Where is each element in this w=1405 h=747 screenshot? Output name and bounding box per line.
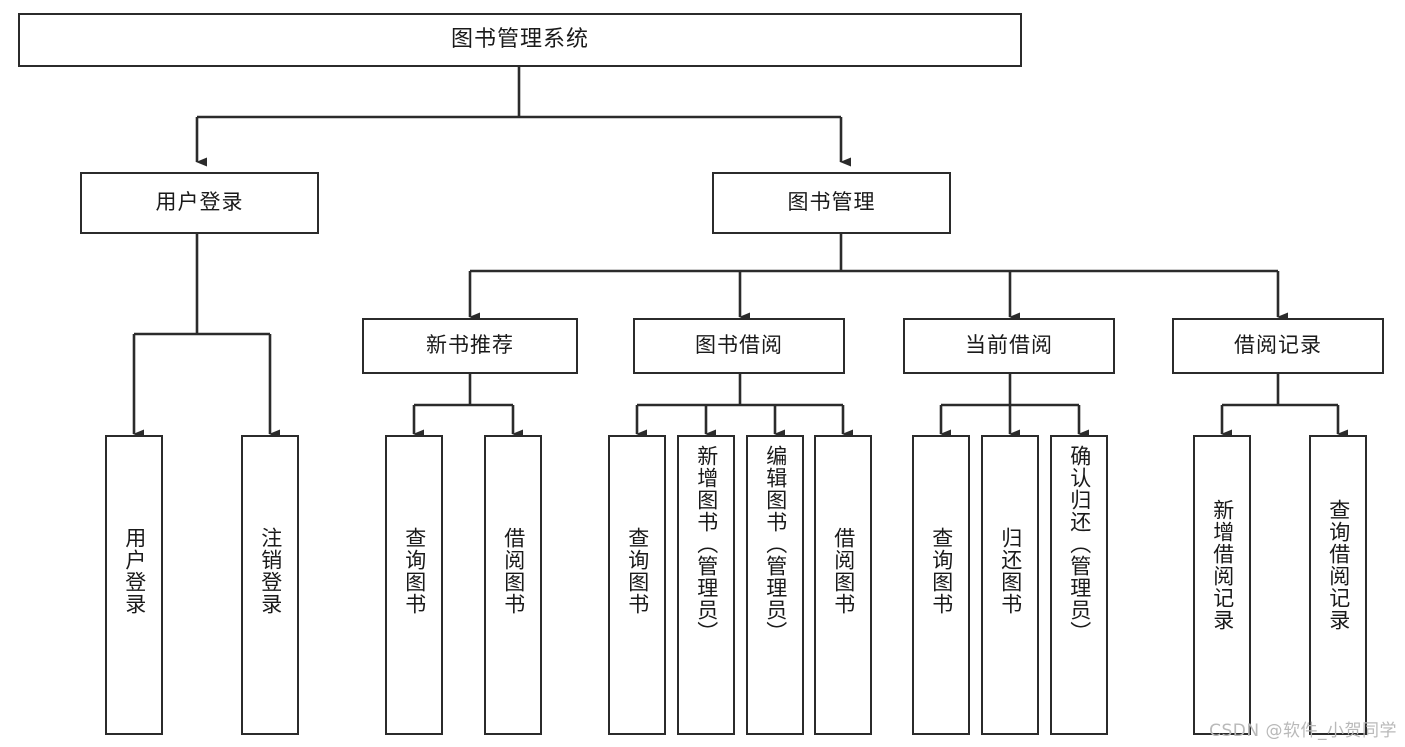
node-label: 查询借阅记录	[1326, 499, 1351, 631]
node-root-system[interactable]: 图书管理系统	[18, 13, 1022, 67]
leaf-borrow-record-add[interactable]: 新增借阅记录	[1193, 435, 1251, 735]
node-label: 归还图书	[998, 527, 1023, 615]
node-book-borrow[interactable]: 图书借阅	[633, 318, 845, 374]
leaf-borrow-record-query[interactable]: 查询借阅记录	[1309, 435, 1367, 735]
node-label: 查询图书	[625, 527, 650, 615]
leaf-new-book-borrow[interactable]: 借阅图书	[484, 435, 542, 735]
leaf-book-borrow-add[interactable]: 新增图书（管理员）	[677, 435, 735, 735]
node-label: 当前借阅	[965, 333, 1053, 358]
node-label: 查询图书	[402, 527, 427, 615]
node-label: 用户登录	[122, 527, 147, 615]
node-label: 确认归还（管理员）	[1067, 445, 1092, 643]
leaf-book-borrow-edit[interactable]: 编辑图书（管理员）	[746, 435, 804, 735]
node-label: 图书管理系统	[450, 26, 589, 52]
node-label: 查询图书	[929, 527, 954, 615]
node-book-management[interactable]: 图书管理	[712, 172, 951, 234]
node-label: 借阅图书	[501, 527, 526, 615]
leaf-current-borrow-return[interactable]: 归还图书	[981, 435, 1039, 735]
leaf-new-book-query[interactable]: 查询图书	[385, 435, 443, 735]
node-label: 新书推荐	[426, 333, 514, 358]
node-label: 图书管理	[787, 190, 876, 215]
node-label: 编辑图书（管理员）	[763, 445, 788, 643]
node-borrow-record[interactable]: 借阅记录	[1172, 318, 1384, 374]
leaf-user-login-login[interactable]: 用户登录	[105, 435, 163, 735]
csdn-watermark: CSDN @软件_小贺同学	[1209, 721, 1397, 741]
node-new-book-recommend[interactable]: 新书推荐	[362, 318, 578, 374]
leaf-book-borrow-query[interactable]: 查询图书	[608, 435, 666, 735]
node-label: 用户登录	[155, 190, 244, 215]
leaf-current-borrow-confirm-return[interactable]: 确认归还（管理员）	[1050, 435, 1108, 735]
node-user-login[interactable]: 用户登录	[80, 172, 319, 234]
node-current-borrow[interactable]: 当前借阅	[903, 318, 1115, 374]
leaf-user-login-logout[interactable]: 注销登录	[241, 435, 299, 735]
node-label: 借阅图书	[831, 527, 856, 615]
leaf-book-borrow-borrow[interactable]: 借阅图书	[814, 435, 872, 735]
node-label: 图书借阅	[695, 333, 783, 358]
node-label: 新增图书（管理员）	[694, 445, 719, 643]
node-label: 新增借阅记录	[1210, 499, 1235, 631]
node-label: 借阅记录	[1234, 333, 1322, 358]
node-label: 注销登录	[258, 527, 283, 615]
leaf-current-borrow-query[interactable]: 查询图书	[912, 435, 970, 735]
